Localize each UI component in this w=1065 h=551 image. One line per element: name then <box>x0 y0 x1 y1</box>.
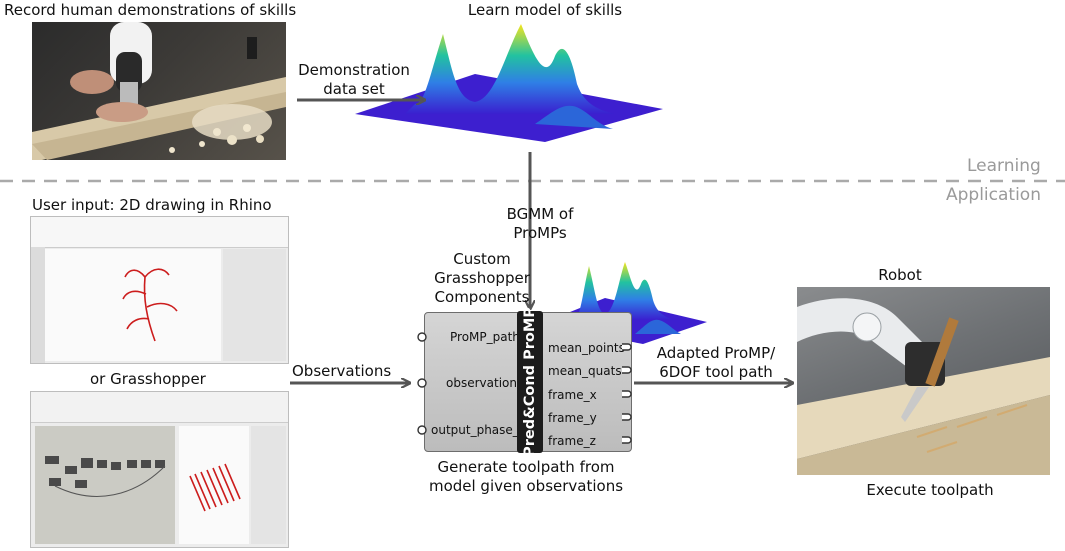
input-port-markers <box>417 332 427 435</box>
execute-toolpath-label: Execute toolpath <box>866 481 994 499</box>
learning-section-label: Learning <box>967 156 1041 176</box>
bgmm-label: BGMM of ProMPs <box>506 205 574 242</box>
output-mean-points[interactable]: mean_points <box>548 341 625 355</box>
input-promp-path[interactable]: ProMP_path <box>450 330 520 344</box>
output-frame-z[interactable]: frame_z <box>548 434 596 448</box>
output-port-markers <box>622 343 632 444</box>
custom-components-label: Custom Grasshopper Components <box>434 250 530 306</box>
learned-model-surface <box>355 24 663 142</box>
user-input-label: User input: 2D drawing in Rhino <box>32 196 272 214</box>
rhino-screenshot <box>30 216 289 364</box>
observations-label: Observations <box>292 362 392 380</box>
grasshopper-graph <box>45 456 241 512</box>
demonstration-data-set-label: Demonstration data set <box>298 61 410 98</box>
component-title: Pred&Cond ProMP <box>522 307 538 457</box>
adapted-promp-label: Adapted ProMP/ 6DOF tool path <box>656 344 776 381</box>
component-title-strip: Pred&Cond ProMP <box>517 307 543 457</box>
or-grasshopper-label: or Grasshopper <box>90 370 206 388</box>
grasshopper-screenshot <box>30 391 289 548</box>
output-frame-y[interactable]: frame_y <box>548 411 597 425</box>
application-section-label: Application <box>946 185 1041 205</box>
output-frame-x[interactable]: frame_x <box>548 388 597 402</box>
robot-scene-illustration <box>797 298 1050 475</box>
generate-toolpath-label: Generate toolpath from model given obser… <box>428 458 624 495</box>
input-output-phase-n[interactable]: output_phase_n <box>431 423 527 437</box>
record-demonstrations-label: Record human demonstrations of skills <box>4 1 297 19</box>
demonstration-photo <box>32 22 286 160</box>
output-mean-quats[interactable]: mean_quats <box>548 364 622 378</box>
demonstration-scene-illustration <box>32 22 286 160</box>
rhino-drawing-curves <box>122 268 178 342</box>
robot-label: Robot <box>878 266 922 284</box>
learn-model-label: Learn model of skills <box>467 1 623 19</box>
input-observations[interactable]: observations <box>446 376 524 390</box>
robot-photo <box>797 287 1050 475</box>
